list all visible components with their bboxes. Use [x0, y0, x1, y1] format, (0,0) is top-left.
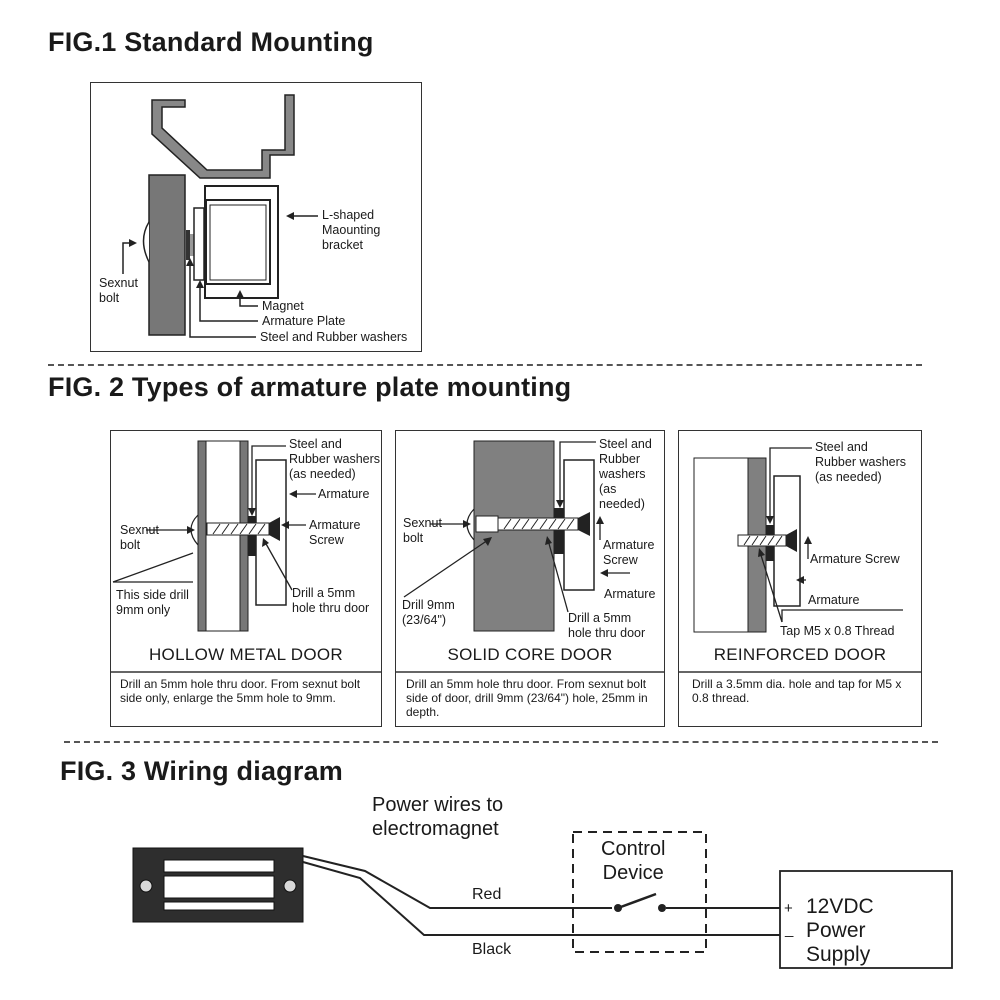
- p1-label-screw: Armature Screw: [309, 518, 361, 547]
- p1-label-side-drill: This side drill 9mm only: [116, 588, 189, 617]
- fig3-label-power-supply: 12VDC Power Supply: [806, 895, 874, 966]
- fig3-label-power-wires: Power wires to electromagnet: [372, 794, 504, 840]
- p1-title: HOLLOW METAL DOOR: [148, 645, 343, 664]
- fig3-title: FIG. 3 Wiring diagram: [60, 756, 343, 786]
- p2-label-washers: Steel and Rubber washers (as needed): [599, 437, 652, 511]
- fig3-label-plus: +: [784, 900, 793, 917]
- p2-label-sexnut: Sexnut bolt: [403, 516, 442, 545]
- fig1-label-washers: Steel and Rubber washers: [260, 330, 408, 344]
- p3-label-screw: Armature Screw: [810, 552, 900, 566]
- fig2-title: FIG. 2 Types of armature plate mounting: [48, 372, 572, 402]
- divider-2: [64, 741, 938, 743]
- p3-title: REINFORCED DOOR: [713, 645, 887, 664]
- p2-label-screw: Armature Screw: [603, 538, 655, 567]
- fig1-label-bracket: L-shaped Maounting bracket: [322, 208, 381, 252]
- divider-1: [48, 364, 922, 366]
- p3-label-washers: Steel and Rubber washers (as needed): [815, 440, 907, 484]
- fig1-label-sexnut: Sexnut bolt: [99, 276, 138, 305]
- p2-label-armature: Armature: [604, 587, 656, 601]
- p2-title: SOLID CORE DOOR: [447, 645, 613, 664]
- p3-label-tap: Tap M5 x 0.8 Thread: [780, 624, 895, 638]
- p3-label-armature: Armature: [808, 593, 860, 607]
- p1-label-drill: Drill a 5mm hole thru door: [292, 586, 370, 615]
- p2-label-drill9: Drill 9mm (23/64"): [402, 598, 455, 627]
- fig1-label-armature: Armature Plate: [262, 314, 346, 328]
- p1-note: Drill an 5mm hole thru door. From sexnut…: [120, 677, 361, 705]
- fig1-title: FIG.1 Standard Mounting: [48, 27, 374, 57]
- p1-label-armature: Armature: [318, 487, 370, 501]
- p1-label-sexnut: Sexnut bolt: [120, 523, 159, 552]
- p2-note: Drill an 5mm hole thru door. From sexnut…: [406, 677, 648, 719]
- fig3-label-minus: _: [785, 921, 794, 938]
- p2-label-drill5: Drill a 5mm hole thru door: [568, 611, 646, 640]
- p3-note: Drill a 3.5mm dia. hole and tap for M5 x…: [692, 677, 902, 705]
- fig3-label-control-device: Control Device: [601, 838, 666, 884]
- p1-label-washers: Steel and Rubber washers (as needed): [289, 437, 381, 481]
- fig1-label-magnet: Magnet: [262, 299, 304, 313]
- fig3-label-red: Red: [472, 886, 502, 903]
- fig3-label-black: Black: [472, 941, 512, 958]
